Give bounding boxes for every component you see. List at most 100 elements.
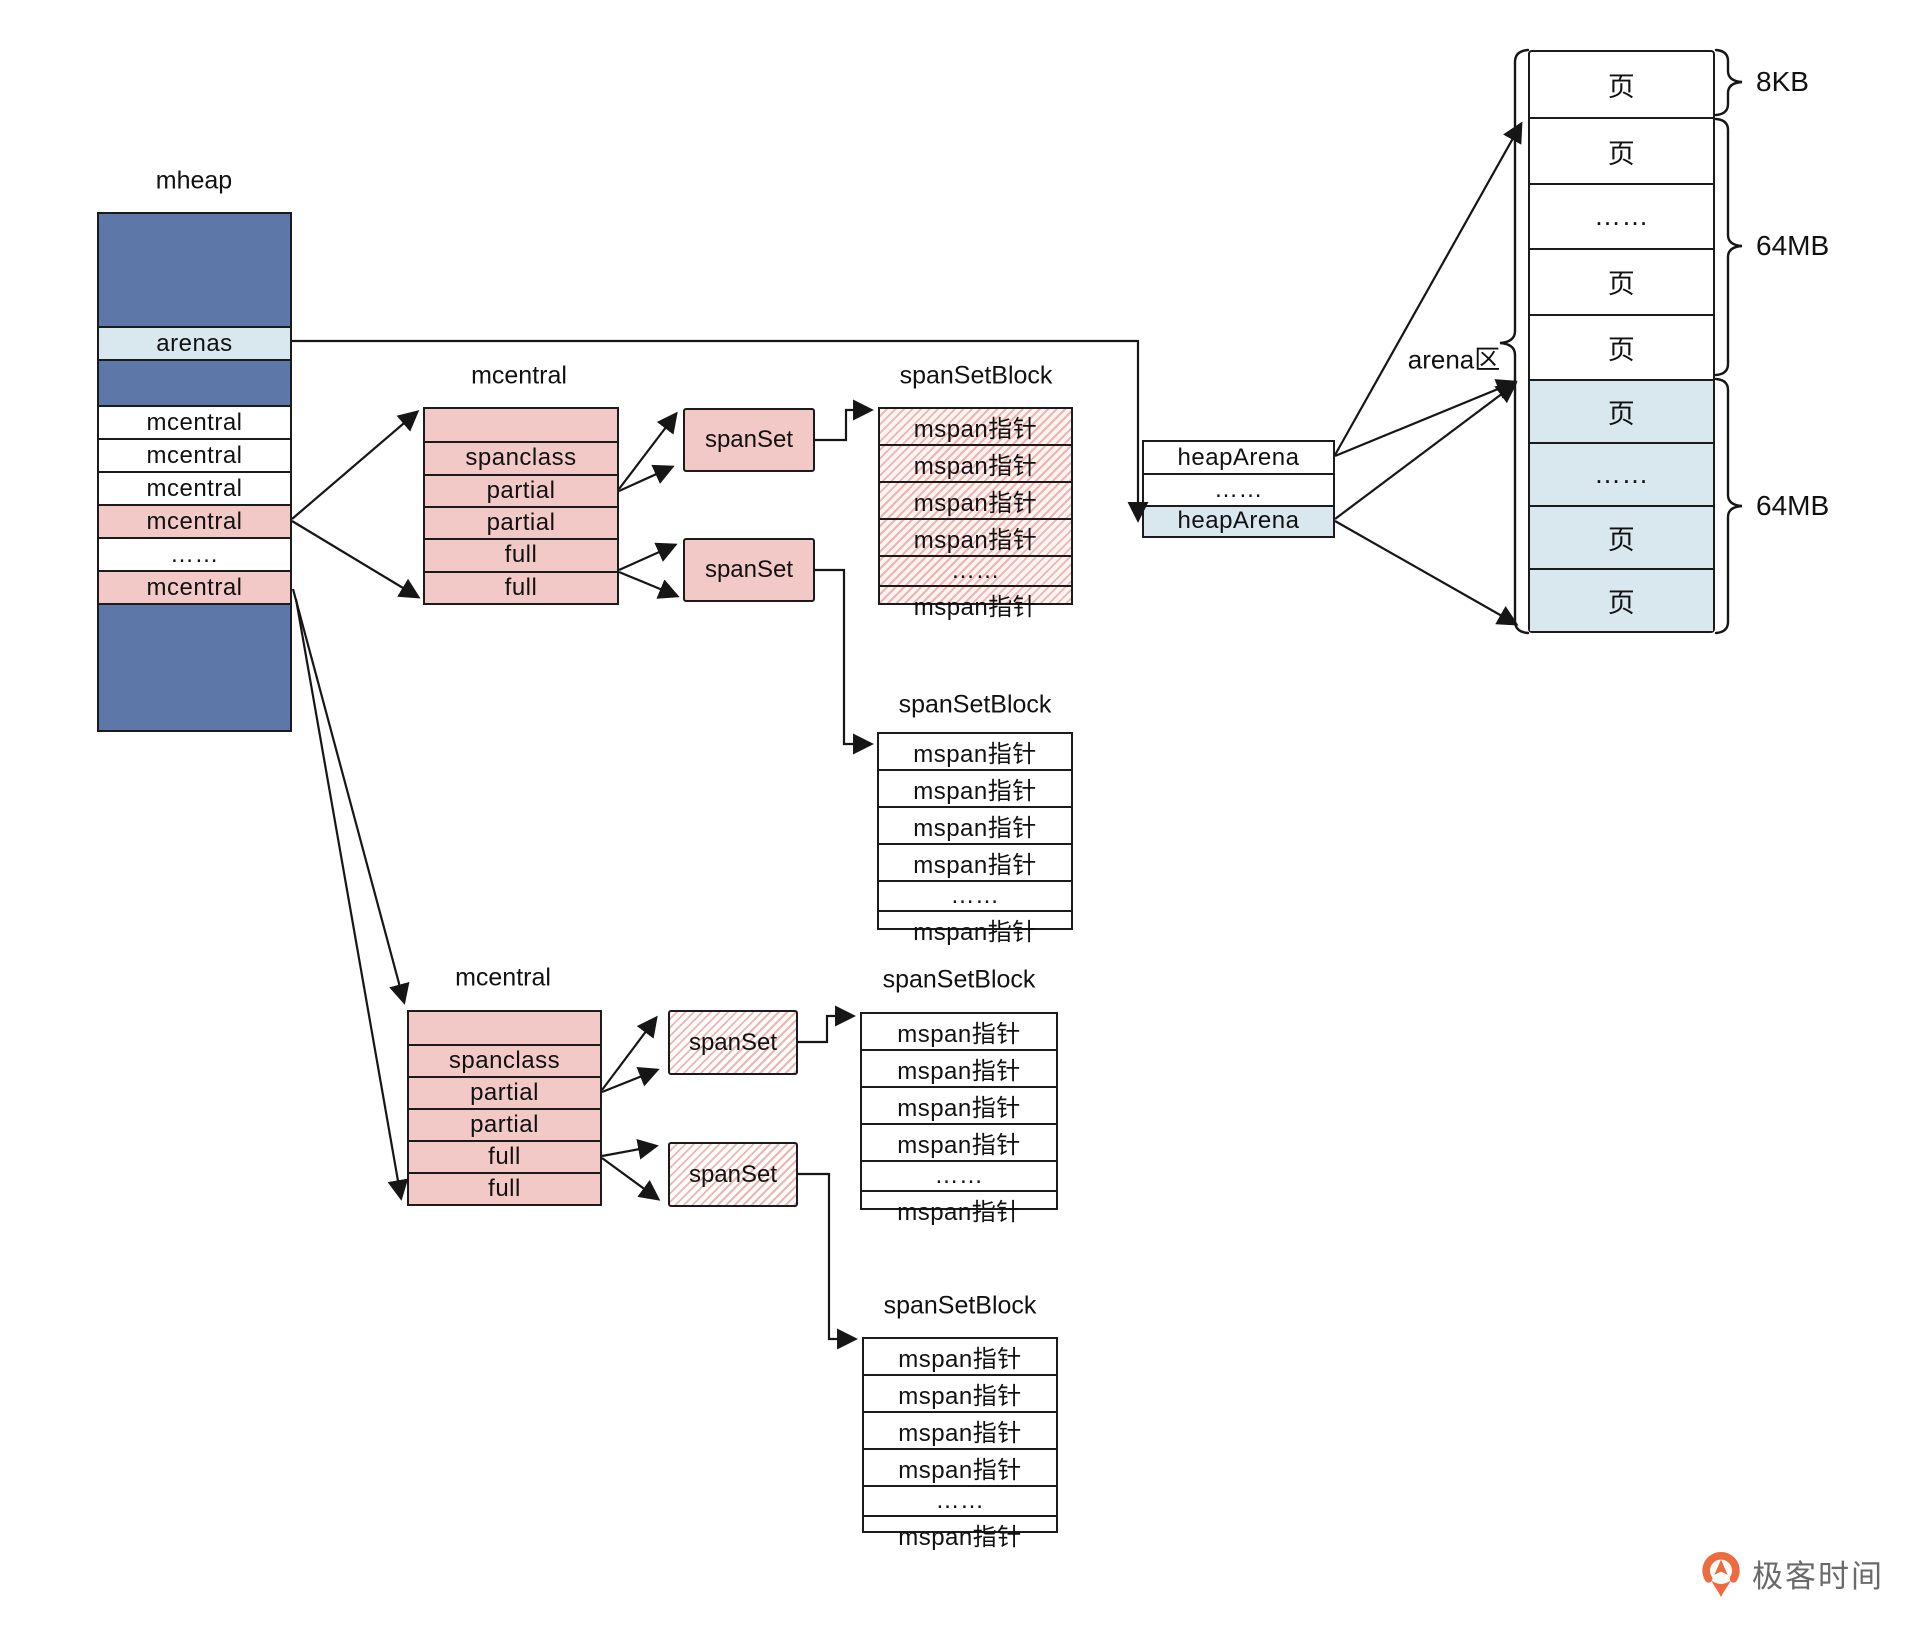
mspan-pointer-row: mspan指针	[879, 843, 1071, 880]
brace-64mb-bottom	[1714, 377, 1743, 635]
spansetblock-title: spanSetBlock	[883, 1291, 1037, 1320]
arena-zone-label: arena区	[1407, 344, 1501, 375]
arrow-heaparena-to-pages-2	[1334, 379, 1518, 458]
mcentral-bottom-box: spanclass partial partial full full	[407, 1010, 602, 1206]
mcentral-row-partial: partial	[425, 473, 617, 506]
spansetblock-bottom1: mspan指针 mspan指针 mspan指针 mspan指针 …… mspan…	[860, 1012, 1058, 1226]
heaparena-ellipsis-row: ……	[1144, 473, 1333, 504]
mcentral-top-title: mcentral	[471, 361, 567, 390]
arrow-heaparena-to-pages-4	[1334, 520, 1519, 626]
brace-8kb	[1714, 48, 1743, 117]
mheap-segment-blue	[99, 603, 290, 730]
mcentral-top-box: spanclass partial partial full full	[423, 407, 619, 605]
page-row: 页	[1530, 117, 1713, 182]
spansetblock-bottom2: mspan指针 mspan指针 mspan指针 mspan指针 …… mspan…	[862, 1337, 1058, 1551]
mcentral-row-full: full	[425, 570, 617, 603]
arrow-mheap-to-mcentraltop-1	[291, 410, 420, 520]
arrow-full-to-spanset-b2a	[601, 1138, 659, 1160]
brace-arena-left	[1499, 48, 1530, 635]
page-row-blue: 页	[1530, 567, 1713, 631]
mspan-pointer-row: mspan指针	[897, 1021, 1021, 1048]
mcentral-row-full: full	[409, 1140, 600, 1172]
arrow-mheap-to-mcentralbottom-2	[294, 598, 409, 1201]
mspan-pointer-row: mspan指针	[879, 806, 1071, 843]
page-row: 页	[1530, 248, 1713, 313]
page-row: 页	[1530, 313, 1713, 379]
mheap-row-mcentral: mcentral	[99, 438, 290, 471]
size-label-64mb: 64MB	[1756, 490, 1830, 521]
mcentral-row-full: full	[425, 538, 617, 571]
mspan-pointer-row: mspan指针	[880, 585, 1071, 622]
spanset-box: spanSet	[668, 1142, 798, 1207]
arrow-partial-to-spanset-t1b	[618, 464, 675, 493]
heaparena-row-active: heapArena	[1144, 504, 1333, 536]
mspan-pointer-row: mspan指针	[913, 416, 1038, 443]
geektime-logo-text: 极客时间	[1752, 1558, 1884, 1594]
mcentral-row-partial: partial	[409, 1076, 600, 1108]
mspan-pointer-row: mspan指针	[880, 444, 1071, 481]
mheap-row-ellipsis: ……	[99, 537, 290, 570]
spansetblock-title: spanSetBlock	[898, 690, 1052, 719]
mheap-row-mcentral-active: mcentral	[99, 504, 290, 537]
size-label-64mb: 64MB	[1756, 230, 1830, 261]
mheap-row-arenas: arenas	[99, 326, 290, 359]
page-row-blue: 页	[1530, 504, 1713, 568]
page-ellipsis-row-blue: ……	[1530, 441, 1713, 505]
mheap-segment-blue	[99, 359, 290, 405]
arrow-partial-to-spanset-b1b	[601, 1066, 660, 1094]
mcentral-row-full: full	[409, 1172, 600, 1204]
page-ellipsis-row: ……	[1530, 182, 1713, 248]
arrow-full-to-spanset-b2b	[601, 1157, 661, 1201]
heaparena-row: heapArena	[1177, 443, 1300, 471]
arrow-mheap-to-mcentraltop-2	[291, 520, 421, 599]
mheap-segment-blue	[99, 214, 290, 326]
size-label-8kb: 8KB	[1756, 66, 1809, 97]
mcentral-row-partial: partial	[425, 505, 617, 539]
arrow-spanset-b2-to-block	[798, 1172, 858, 1350]
spansetblock-mid: mspan指针 mspan指针 mspan指针 mspan指针 …… mspan…	[877, 732, 1073, 946]
mheap-title: mheap	[155, 166, 233, 195]
mcentral-row-spanclass: spanclass	[425, 441, 617, 474]
mspan-pointer-row: mspan指针	[862, 1049, 1056, 1086]
mspan-ellipsis-row: ……	[879, 880, 1071, 910]
heaparena-box: heapArena …… heapArena	[1142, 440, 1335, 538]
mheap-row-mcentral: mcentral	[99, 405, 290, 438]
mheap-box: arenas mcentral mcentral mcentral mcentr…	[97, 212, 292, 732]
arrow-heaparena-to-pages-3	[1334, 382, 1518, 520]
mspan-pointer-row: mspan指针	[864, 1448, 1056, 1485]
mcentral-bottom-title: mcentral	[455, 963, 551, 992]
geektime-logo-icon	[1702, 1551, 1740, 1597]
arena-pages-box: 页 页 …… 页 页 页 …… 页 页	[1528, 50, 1715, 633]
mspan-pointer-row: mspan指针	[862, 1086, 1056, 1123]
mspan-ellipsis-row: ……	[864, 1485, 1056, 1515]
spanset-box: spanSet	[668, 1010, 798, 1075]
arrow-spanset-b1-to-block	[798, 1005, 856, 1044]
geektime-logo: 极客时间	[1698, 1546, 1884, 1600]
mspan-pointer-row: mspan指针	[864, 1411, 1056, 1448]
mspan-ellipsis-row: ……	[880, 555, 1071, 585]
mspan-pointer-row: mspan指针	[864, 1374, 1056, 1411]
arrow-full-to-spanset-t2b	[618, 570, 680, 599]
mcentral-row-spanclass: spanclass	[409, 1044, 600, 1076]
mspan-pointer-row: mspan指针	[880, 518, 1071, 555]
mspan-pointer-row: mspan指针	[880, 481, 1071, 518]
page-row: 页	[1607, 72, 1636, 103]
arrow-full-to-spanset-t2a	[618, 542, 678, 572]
mcentral-row-empty	[425, 409, 617, 442]
mheap-row-mcentral: mcentral	[99, 471, 290, 504]
arrow-heaparena-to-pages-1	[1334, 121, 1523, 456]
arrow-partial-to-spanset-b1a	[601, 1015, 658, 1091]
spanset-box: spanSet	[683, 538, 815, 602]
arrow-partial-to-spanset-t1a	[618, 411, 678, 490]
mcentral-row-empty	[409, 1012, 600, 1044]
mspan-pointer-row: mspan指针	[862, 1190, 1056, 1227]
mspan-pointer-row: mspan指针	[913, 741, 1037, 768]
brace-64mb-top	[1714, 117, 1743, 377]
spansetblock-title: spanSetBlock	[899, 361, 1053, 390]
mheap-row-mcentral-active: mcentral	[99, 570, 290, 603]
mcentral-row-partial: partial	[409, 1108, 600, 1140]
mspan-ellipsis-row: ……	[862, 1160, 1056, 1190]
mspan-pointer-row: mspan指针	[879, 910, 1071, 947]
arrow-spanset-t1-to-block	[815, 399, 874, 442]
